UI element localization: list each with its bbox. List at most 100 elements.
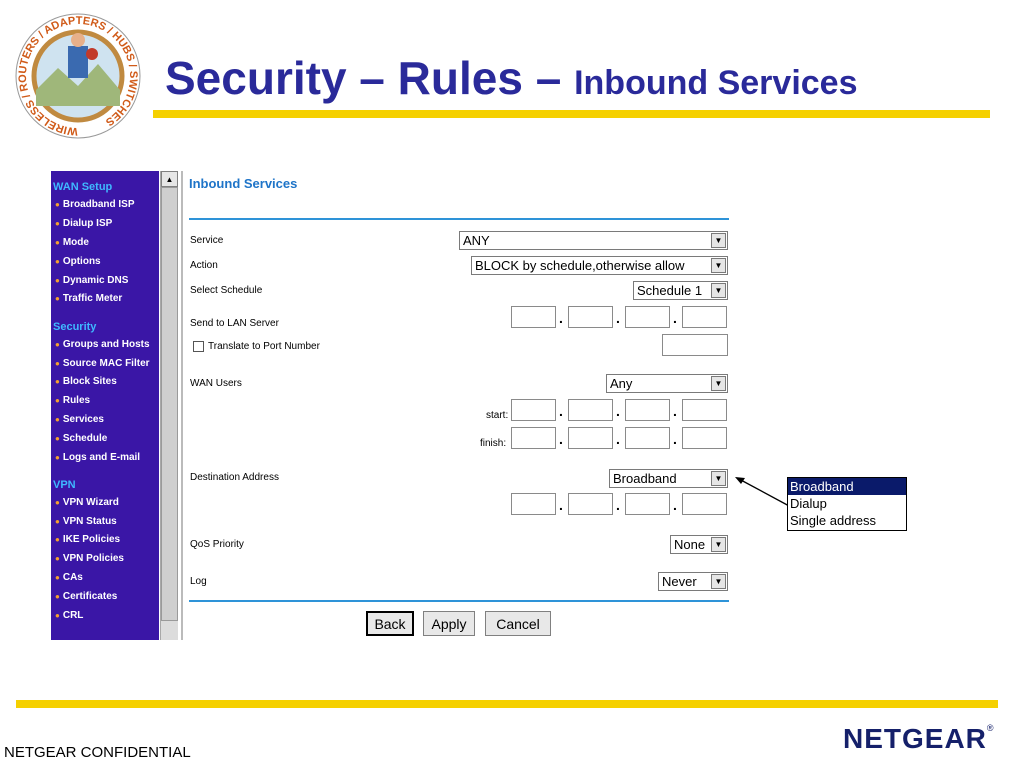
sidebar-item-groups-hosts[interactable]: ●Groups and Hosts [55,339,150,350]
qos-label: QoS Priority [190,539,244,550]
sidebar-item-label: Certificates [62,591,118,602]
destination-dropdown-popup[interactable]: Broadband Dialup Single address [787,477,907,531]
sidebar-item-label: CRL [62,610,84,621]
lan-server-label: Send to LAN Server [190,318,279,329]
sidebar-section-security[interactable]: Security [53,321,97,333]
wan-users-label: WAN Users [190,378,242,389]
sidebar-item-options[interactable]: ●Options [55,256,101,267]
wan-start-ip-octet-4[interactable] [682,399,727,421]
translate-port-checkbox[interactable] [193,341,204,352]
sidebar-scrollbar[interactable]: ▲ [160,171,178,640]
lan-server-ip-octet-4[interactable] [682,306,727,328]
schedule-select[interactable]: Schedule 1▼ [633,281,728,300]
chevron-down-icon[interactable]: ▼ [711,376,726,391]
wan-users-select[interactable]: Any ▼ [606,374,728,393]
sidebar-item-mode[interactable]: ●Mode [55,237,89,248]
wan-finish-ip-octet-1[interactable] [511,427,556,449]
sidebar-item-cas[interactable]: ●CAs [55,572,83,583]
bullet-icon: ● [55,276,60,285]
bullet-icon: ● [55,396,60,405]
wan-start-ip-octet-1[interactable] [511,399,556,421]
sidebar-item-source-mac-filter[interactable]: ●Source MAC Filter [55,358,150,369]
dest-ip-octet-2[interactable] [568,493,613,515]
sidebar-item-ike-policies[interactable]: ●IKE Policies [55,534,120,545]
registered-mark: ® [986,723,995,733]
sidebar-section-vpn[interactable]: VPN [53,479,76,491]
translate-port-input[interactable] [662,334,728,356]
sidebar-nav: WAN Setup ●Broadband ISP ●Dialup ISP ●Mo… [51,171,159,640]
brand-logo: NETGEAR® [843,723,995,755]
chevron-down-icon[interactable]: ▼ [711,574,726,589]
bullet-icon: ● [55,573,60,582]
scroll-up-icon[interactable]: ▲ [161,171,178,187]
sidebar-item-crl[interactable]: ●CRL [55,610,83,621]
sidebar-item-label: Source MAC Filter [62,358,150,369]
sidebar-item-traffic-meter[interactable]: ●Traffic Meter [55,293,122,304]
brand-name: NETGEAR [843,723,987,754]
sidebar-item-certificates[interactable]: ●Certificates [55,591,117,602]
bullet-icon: ● [55,257,60,266]
sidebar-item-vpn-status[interactable]: ●VPN Status [55,516,117,527]
chevron-down-icon[interactable]: ▼ [711,233,726,248]
callout-arrow-icon [735,477,792,508]
destination-select[interactable]: Broadband▼ [609,469,728,488]
wan-finish-ip-octet-3[interactable] [625,427,670,449]
ip-separator: . [559,310,563,326]
bullet-icon: ● [55,554,60,563]
ip-separator: . [673,310,677,326]
action-select[interactable]: BLOCK by schedule,otherwise allow▼ [471,256,728,275]
sidebar-item-label: Services [62,414,104,425]
wan-start-ip-octet-3[interactable] [625,399,670,421]
sidebar-section-wan-setup[interactable]: WAN Setup [53,181,113,193]
lan-server-ip-octet-3[interactable] [625,306,670,328]
log-select-value: Never [662,574,697,589]
sidebar-item-schedule[interactable]: ●Schedule [55,433,107,444]
sidebar-item-logs-email[interactable]: ●Logs and E-mail [55,452,140,463]
bullet-icon: ● [55,453,60,462]
sidebar-item-vpn-wizard[interactable]: ●VPN Wizard [55,497,119,508]
lan-server-ip-octet-2[interactable] [568,306,613,328]
wan-start-ip-octet-2[interactable] [568,399,613,421]
dropdown-option-dialup[interactable]: Dialup [790,496,827,511]
ip-separator: . [673,497,677,513]
sidebar-item-label: Options [62,256,101,267]
service-select[interactable]: ANY▼ [459,231,728,250]
dropdown-option-single-address[interactable]: Single address [790,513,876,528]
bullet-icon: ● [55,359,60,368]
start-label: start: [486,410,509,421]
bullet-icon: ● [55,238,60,247]
finish-label: finish: [480,438,507,449]
wan-finish-ip-octet-4[interactable] [682,427,727,449]
lan-server-ip-octet-1[interactable] [511,306,556,328]
chevron-down-icon[interactable]: ▼ [711,258,726,273]
sidebar-item-block-sites[interactable]: ●Block Sites [55,376,117,387]
cancel-button[interactable]: Cancel [485,611,551,636]
wan-finish-ip-octet-2[interactable] [568,427,613,449]
scrollbar-thumb[interactable] [161,187,178,621]
sidebar-item-label: VPN Wizard [62,497,119,508]
destination-label: Destination Address [190,472,279,483]
sidebar-item-label: Dialup ISP [62,218,113,229]
sidebar-item-broadband-isp[interactable]: ●Broadband ISP [55,199,135,210]
dropdown-option-broadband[interactable]: Broadband [788,478,906,495]
sidebar-item-vpn-policies[interactable]: ●VPN Policies [55,553,124,564]
dest-ip-octet-1[interactable] [511,493,556,515]
sidebar-item-label: VPN Policies [62,553,124,564]
bullet-icon: ● [55,219,60,228]
qos-select[interactable]: None▼ [670,535,728,554]
log-select[interactable]: Never ▼ [658,572,728,591]
dest-ip-octet-3[interactable] [625,493,670,515]
sidebar-item-dialup-isp[interactable]: ●Dialup ISP [55,218,112,229]
bullet-icon: ● [55,611,60,620]
back-button[interactable]: Back [366,611,414,636]
sidebar-item-rules[interactable]: ●Rules [55,395,90,406]
apply-button[interactable]: Apply [423,611,475,636]
dest-ip-octet-4[interactable] [682,493,727,515]
sidebar-item-services[interactable]: ●Services [55,414,104,425]
chevron-down-icon[interactable]: ▼ [711,471,726,486]
sidebar-item-dynamic-dns[interactable]: ●Dynamic DNS [55,275,128,286]
service-label: Service [190,235,224,246]
chevron-down-icon[interactable]: ▼ [711,537,726,552]
chevron-down-icon[interactable]: ▼ [711,283,726,298]
wan-users-select-value: Any [610,376,633,391]
